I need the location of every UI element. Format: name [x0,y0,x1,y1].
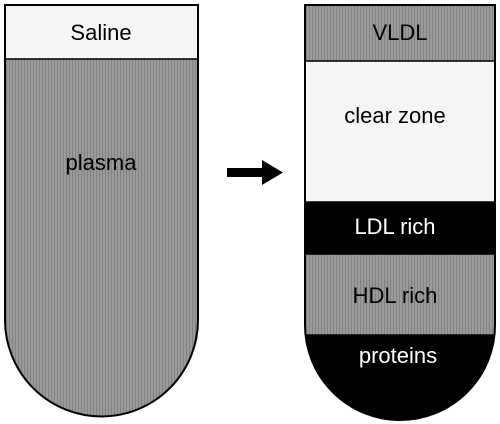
hdl-rich-layer [305,254,495,335]
vldl-label: VLDL [372,20,427,45]
arrow-right-icon [227,160,283,185]
plasma-label: plasma [66,150,138,175]
plasma-layer [5,59,198,417]
proteins-label: proteins [359,343,437,368]
ldl-rich-layer [305,202,495,254]
clear-zone-layer [305,61,495,202]
before-tube [5,5,198,417]
saline-layer [5,5,198,59]
before-tube-outline [4,4,199,418]
saline-label: Saline [70,20,131,45]
after-tube-outline [304,4,496,421]
clear-zone-label: clear zone [344,103,446,128]
after-tube [305,5,495,420]
vldl-layer [305,5,495,61]
ldl-rich-label: LDL rich [354,214,435,239]
hdl-rich-label: HDL rich [353,283,438,308]
